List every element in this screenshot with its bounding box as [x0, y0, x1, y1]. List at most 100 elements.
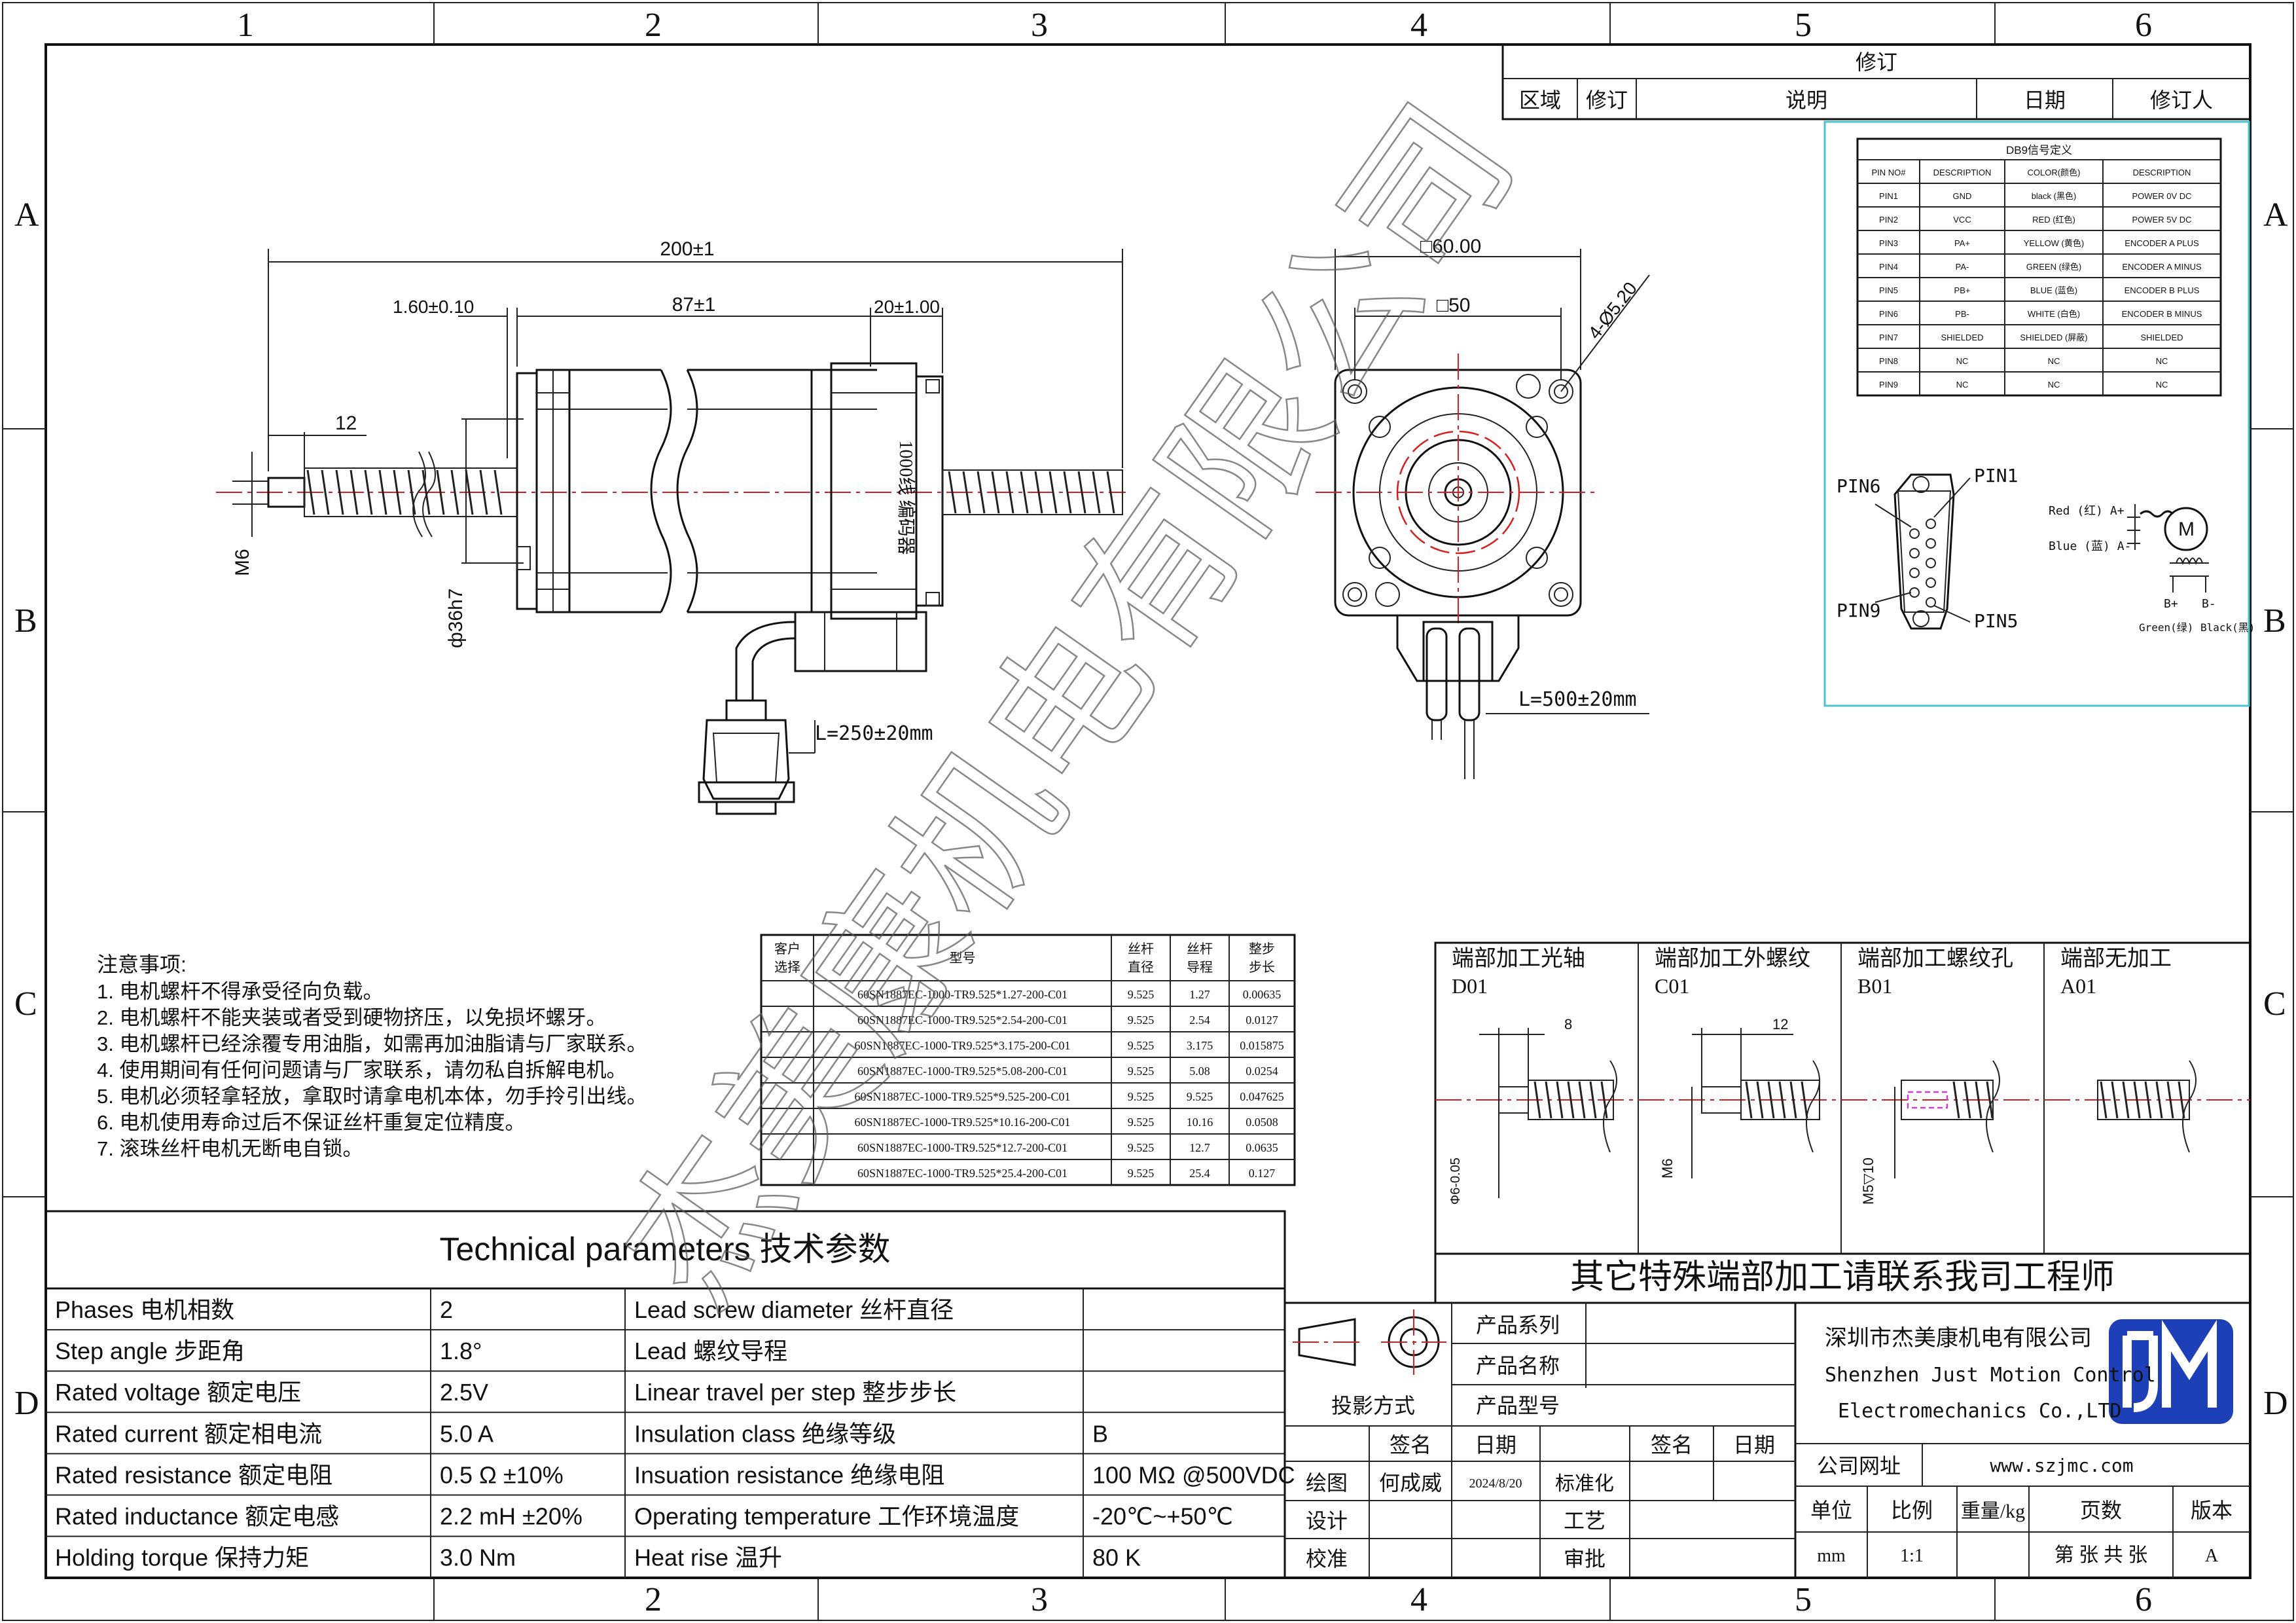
- model-header: 直径: [1128, 960, 1154, 975]
- model-cell: 60SN1887EC-1000-TR9.525*12.7-200-C01: [857, 1141, 1067, 1154]
- product-name-label: 产品名称: [1476, 1354, 1560, 1377]
- db9-cell: black (黑色): [2032, 191, 2077, 201]
- model-cell: 60SN1887EC-1000-TR9.525*10.16-200-C01: [855, 1116, 1071, 1129]
- model-cell: 0.0635: [1246, 1141, 1278, 1154]
- dim-tip-length: 1.60±0.10: [393, 297, 474, 317]
- model-cell: 9.525: [1128, 1116, 1155, 1129]
- end-option-title: 端部加工光轴: [1452, 946, 1585, 971]
- tech-cell: Phases 电机相数: [55, 1296, 234, 1323]
- dim-body-length: 87±1: [672, 294, 716, 316]
- tech-cell: Rated voltage 额定电压: [55, 1379, 301, 1406]
- db9-cell: PIN8: [1879, 356, 1898, 366]
- col-label: 6: [2135, 1581, 2152, 1618]
- model-cell: 9.525: [1128, 1065, 1155, 1078]
- db9-cell: VCC: [1953, 215, 1971, 225]
- model-header: 型号: [950, 951, 976, 966]
- revision-header: 日期: [2024, 88, 2066, 112]
- dim-pilot-diameter: ф36h7: [445, 589, 467, 648]
- motor-symbol-label: M: [2178, 519, 2195, 540]
- model-cell: 0.047625: [1240, 1090, 1284, 1103]
- tech-cell: Insulation class 绝缘等级: [634, 1420, 896, 1447]
- model-cell: 60SN1887EC-1000-TR9.525*5.08-200-C01: [857, 1065, 1067, 1078]
- db9-cell: PIN7: [1879, 333, 1898, 342]
- col-label: 1: [237, 7, 254, 44]
- sign-header: 签名: [1390, 1433, 1431, 1457]
- dim-flange-60: □60.00: [1420, 236, 1481, 257]
- tech-cell: Heat rise 温升: [634, 1544, 782, 1571]
- end-option-code: D01: [1452, 974, 1488, 998]
- model-cell: 9.525: [1128, 1167, 1155, 1180]
- tech-cell: Lead screw diameter 丝杆直径: [634, 1296, 954, 1323]
- model-cell: 60SN1887EC-1000-TR9.525*9.525-200-C01: [855, 1090, 1071, 1103]
- col-label: 2: [645, 1581, 662, 1618]
- model-cell: 12.7: [1189, 1141, 1210, 1154]
- date-header: 日期: [1475, 1433, 1516, 1457]
- sign-header: 签名: [1651, 1433, 1693, 1457]
- revision-title: 修订: [1856, 50, 1897, 74]
- db9-table-border: [1856, 137, 2222, 397]
- process-label: 工艺: [1564, 1509, 1605, 1533]
- model-cell: 9.525: [1128, 1141, 1155, 1154]
- unit-value: mm: [1817, 1546, 1846, 1566]
- wire-blue-label: Blue (蓝) A-: [2049, 539, 2131, 553]
- revision-header: 说明: [1785, 88, 1827, 112]
- db9-cell: SHIELDED: [1941, 333, 1983, 342]
- tech-cell: 5.0 A: [440, 1420, 493, 1447]
- row-label: D: [14, 1385, 39, 1422]
- tech-cell: 3.0 Nm: [440, 1544, 516, 1571]
- model-cell: 0.00635: [1243, 988, 1282, 1001]
- db9-cell: WHITE (白色): [2028, 309, 2080, 319]
- version-value: A: [2205, 1546, 2219, 1566]
- db9-cell: SHIELDED (屏蔽): [2020, 333, 2087, 342]
- revision-header: 修订: [1586, 88, 1628, 112]
- technical-parameters-table: Technical parameters 技术参数 Phases 电机相数 2 Le…: [45, 1210, 1295, 1579]
- motor-front-view: 1000线 编码器 200±1 1.60±0.10 87±1 20±1.00 1: [216, 238, 1126, 815]
- model-cell: 1.27: [1189, 988, 1210, 1001]
- db9-cell: SHIELDED: [2140, 333, 2183, 342]
- row-label: C: [14, 985, 37, 1023]
- db9-cell: NC: [2156, 380, 2168, 390]
- end-option-code: A01: [2060, 974, 2096, 998]
- col-label: 5: [1795, 1581, 1812, 1618]
- version-label: 版本: [2191, 1499, 2233, 1522]
- pin5-label: PIN5: [1974, 610, 2018, 632]
- end-option-title: 端部加工螺纹孔: [1857, 946, 2013, 971]
- tech-cell: Rated resistance 额定电阻: [55, 1461, 332, 1488]
- scale-value: 1:1: [1900, 1546, 1924, 1566]
- model-cell: 9.525: [1128, 988, 1155, 1001]
- tech-cell: -20℃~+50℃: [1092, 1503, 1233, 1530]
- db9-cell: COLOR(颜色): [2028, 168, 2081, 177]
- draw-date: 2024/8/20: [1469, 1476, 1522, 1491]
- row-label: A: [14, 196, 39, 234]
- model-cell: 0.0254: [1246, 1065, 1278, 1078]
- end-option-dia: Ф6-0.05: [1448, 1158, 1463, 1205]
- date-header: 日期: [1733, 1433, 1775, 1457]
- model-table: 客户选择型号丝杆直径丝杆导程整步步长60SN1887EC-1000-TR9.52…: [760, 934, 1296, 1186]
- front-cable-length: L=250±20mm: [815, 722, 933, 745]
- notes-title: 注意事项:: [97, 953, 187, 976]
- end-option-dia: M5▽10: [1860, 1158, 1876, 1205]
- scale-label: 比例: [1891, 1499, 1933, 1522]
- end-option-code: C01: [1655, 974, 1689, 998]
- col-label: 2: [645, 7, 662, 44]
- model-cell: 60SN1887EC-1000-TR9.525*2.54-200-C01: [857, 1013, 1067, 1027]
- note-item: 7. 滚珠丝杆电机无断电自锁。: [97, 1137, 363, 1160]
- db9-cell: POWER 0V DC: [2132, 191, 2191, 201]
- frame-labels: 1 2 3 4 5 6 2 3 4 5 6 A B C D A B C D: [14, 7, 2288, 1618]
- db9-cell: PB-: [1955, 309, 1969, 319]
- tech-cell: Insuation resistance 绝缘电阻: [634, 1461, 944, 1488]
- note-item: 4. 使用期间有任何问题请与厂家联系，请勿私自拆解电机。: [97, 1059, 626, 1082]
- model-cell: 3.175: [1187, 1039, 1213, 1052]
- tech-title: Technical parameters 技术参数: [439, 1231, 890, 1267]
- col-label: 3: [1031, 7, 1048, 44]
- model-header: 客户: [774, 941, 800, 957]
- drawer-name: 何成威: [1379, 1471, 1442, 1495]
- db9-cell: PIN2: [1879, 215, 1898, 225]
- tech-cell: 2: [440, 1296, 453, 1323]
- model-cell: 0.0127: [1246, 1013, 1278, 1027]
- tech-cell: Rated inductance 额定电感: [55, 1503, 339, 1530]
- model-header: 步长: [1249, 960, 1275, 975]
- dim-thread-length: 12: [335, 412, 357, 434]
